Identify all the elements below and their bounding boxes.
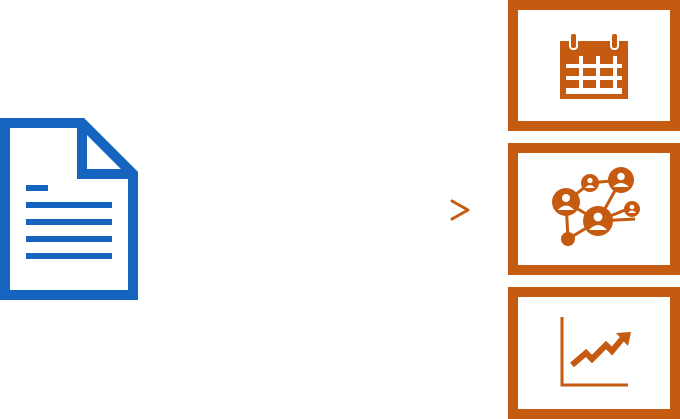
trend-arrowhead <box>616 332 631 346</box>
calendar-icon <box>560 32 628 99</box>
line-chart-trend-icon <box>560 317 631 387</box>
output-panel-calendar <box>508 0 680 131</box>
document-icon <box>0 118 138 300</box>
panel-border <box>508 143 680 275</box>
arrow-right-icon <box>190 199 470 221</box>
panel-border <box>508 287 680 419</box>
document-line-3 <box>26 219 112 225</box>
trend-panel-graphic <box>508 287 680 419</box>
document-line-4 <box>26 236 112 242</box>
document-fold <box>77 123 133 179</box>
output-panel-network <box>508 143 680 275</box>
panel-border <box>508 0 680 131</box>
network-nodes <box>552 167 640 246</box>
document-outline <box>0 118 138 300</box>
trend-line <box>570 337 625 368</box>
arrow-head <box>450 199 470 221</box>
document-line-2 <box>26 202 112 208</box>
network-panel-graphic <box>508 143 680 275</box>
output-panel-trend-chart <box>508 287 680 419</box>
document-line-1 <box>26 185 48 191</box>
calendar-panel-graphic <box>508 0 680 131</box>
document-line-5 <box>26 253 112 259</box>
chart-axes <box>560 317 628 387</box>
